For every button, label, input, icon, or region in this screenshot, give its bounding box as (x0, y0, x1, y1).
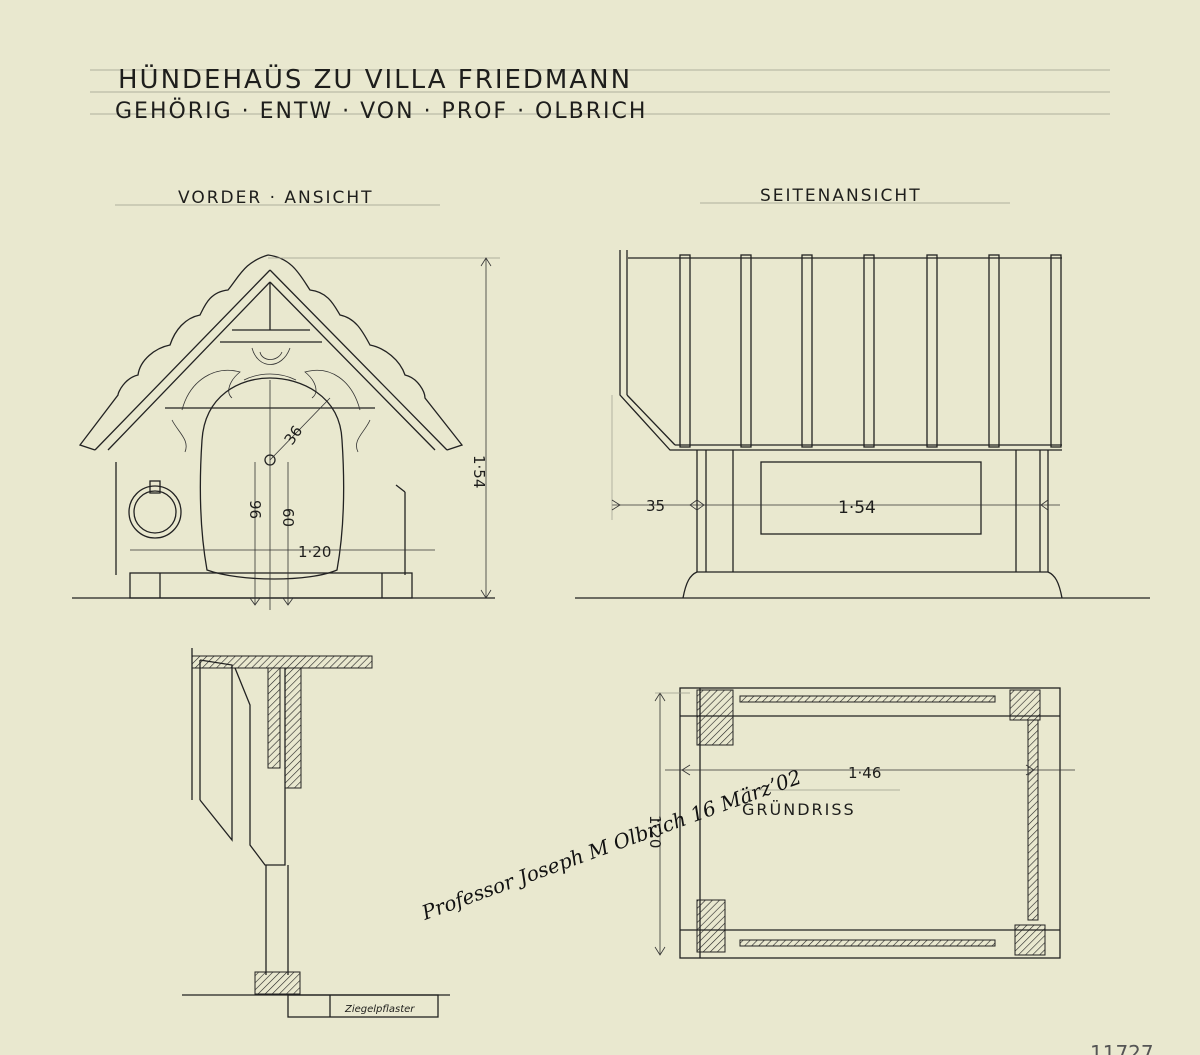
plan-view (654, 687, 1075, 959)
side-dim-overhang: 35 (646, 497, 665, 515)
front-view (72, 254, 500, 610)
side-dim-length: 1·54 (838, 498, 876, 518)
front-dim-total-height: 1·54 (470, 455, 488, 488)
signature: Professor Joseph M Olbrich 16 Märzʼ02 (418, 765, 805, 925)
front-dim-door-height: 96 (246, 500, 264, 519)
side-view-label: SEITENANSICHT (760, 186, 922, 206)
title-line-2: GEHÖRIG · ENTW · VON · PROF · OLBRICH (115, 98, 647, 124)
title-guides (90, 69, 1110, 115)
front-dim-lower: 60 (279, 508, 297, 527)
plan-label: GRÜNDRISS (742, 800, 856, 819)
front-dim-width: 1·20 (298, 543, 331, 561)
side-view (575, 250, 1150, 599)
title-line-1: HÜNDEHAÜS ZU VILLA FRIEDMANN (118, 63, 632, 95)
plan-dim-width: 1·46 (848, 764, 881, 782)
section-view (182, 648, 450, 1018)
paving-note: Ziegelpflaster (344, 1004, 415, 1015)
front-view-label: VORDER · ANSICHT (178, 188, 374, 208)
plan-dim-depth: 1·20 (646, 815, 664, 848)
sheet-number: 11727 (1090, 1041, 1154, 1055)
